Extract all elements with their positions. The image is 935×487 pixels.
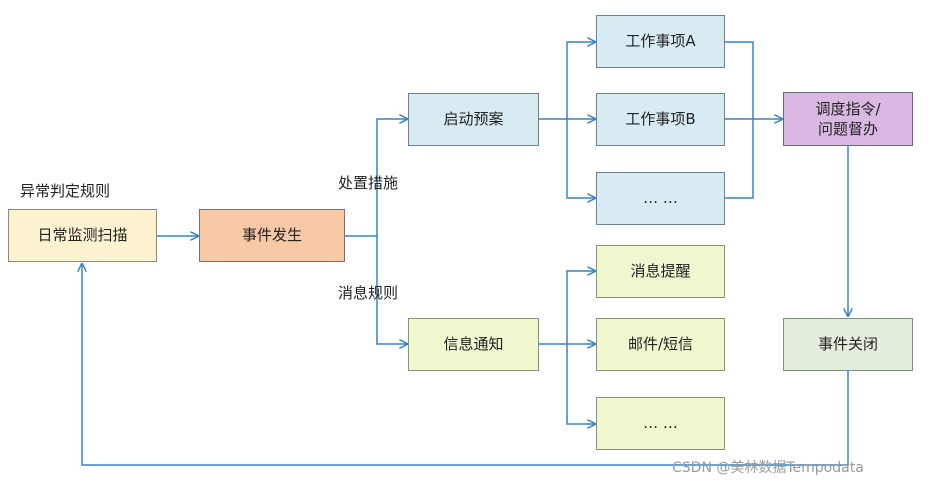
info-notify-node: 信息通知 [408,318,539,371]
mail-sms-node: 邮件/短信 [596,318,725,371]
task-more-node: … … [596,172,725,225]
line-task-a-out [725,41,754,119]
watermark: CSDN @美林数据Tempodata [672,460,864,476]
daily-scan-node: 日常监测扫描 [8,209,157,262]
dispatch-line-2: 问题督办 [817,120,878,138]
anomaly-rules-label: 异常判定规则 [20,182,111,200]
measures-label: 处置措施 [338,174,399,192]
message-rules-label: 消息规则 [338,284,399,302]
task-a-node: 工作事项A [596,15,725,68]
line-task-more-out [725,119,754,199]
msg-remind-node: 消息提醒 [596,245,725,298]
dispatch-line-1: 调度指令/ [815,99,881,118]
arrow-to-info-notify [376,236,407,344]
arrow-feedback-loop [82,264,849,466]
event-close-node: 事件关闭 [783,318,913,371]
task-b-node: 工作事项B [596,93,725,146]
msg-more-node: … … [596,397,725,450]
arrow-to-task-a [566,42,595,119]
arrow-to-start-plan [376,119,407,236]
arrow-to-msg-remind [566,271,595,344]
dispatch-node: 调度指令/ 问题督办 [783,92,913,146]
arrow-to-task-more [566,119,595,198]
event-occur-node: 事件发生 [199,209,345,262]
arrow-to-msg-more [566,344,595,424]
start-plan-node: 启动预案 [408,93,539,146]
